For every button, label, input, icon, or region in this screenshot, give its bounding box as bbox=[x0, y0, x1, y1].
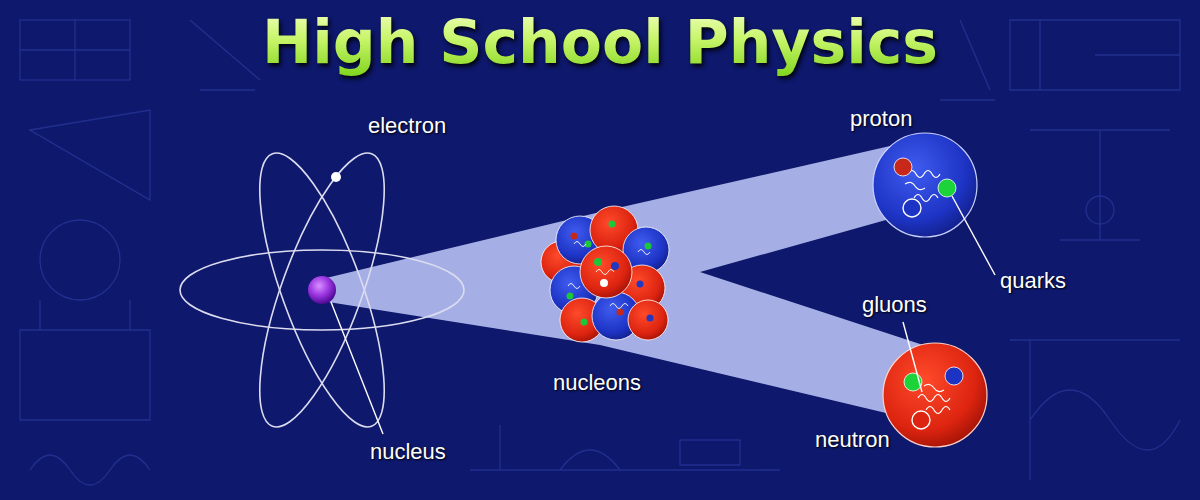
sketch-graph bbox=[1010, 340, 1180, 480]
cluster-gluons bbox=[568, 242, 650, 309]
title: High School Physics bbox=[0, 8, 1200, 77]
nucleon bbox=[628, 300, 668, 340]
sketch-circuit bbox=[20, 300, 150, 420]
quark-dot bbox=[647, 315, 654, 322]
nucleon bbox=[580, 246, 632, 298]
quark-dot bbox=[617, 309, 624, 316]
leader-line bbox=[903, 322, 922, 392]
gluon-curl bbox=[574, 242, 586, 247]
leader-line bbox=[331, 302, 383, 434]
gluon-curl bbox=[924, 384, 944, 391]
electron-orbits bbox=[180, 140, 464, 440]
quark-dot bbox=[645, 243, 652, 250]
sketch-bob bbox=[1086, 196, 1114, 224]
quark-dot bbox=[600, 279, 608, 287]
quark-blue bbox=[945, 367, 963, 385]
neutron-gluons bbox=[918, 384, 950, 413]
gluon-curl bbox=[568, 284, 580, 289]
gluon-curl bbox=[926, 407, 950, 414]
part-label: quarks bbox=[1000, 269, 1066, 293]
quark-dot bbox=[571, 233, 578, 240]
sketch-wave bbox=[30, 455, 150, 485]
proton-circle bbox=[873, 133, 977, 237]
nucleus-dot bbox=[308, 276, 336, 304]
neutron-circle bbox=[883, 343, 987, 447]
proton-gluons bbox=[905, 171, 940, 202]
leader-lines bbox=[331, 196, 995, 434]
electron-dot bbox=[331, 172, 341, 182]
orbit bbox=[235, 140, 409, 440]
part-label: nucleus bbox=[370, 440, 446, 464]
quark-green bbox=[938, 179, 956, 197]
part-label: electron bbox=[368, 114, 446, 138]
sketch-ramp bbox=[30, 110, 150, 200]
quark-dot bbox=[609, 221, 616, 228]
gluon-curl bbox=[596, 270, 614, 275]
quark-white bbox=[903, 199, 921, 217]
sketch-circle bbox=[40, 220, 120, 300]
quark-dot bbox=[637, 281, 644, 288]
orbit bbox=[235, 140, 409, 440]
background-sketch bbox=[20, 20, 1180, 485]
gluon-curl bbox=[908, 171, 940, 178]
nucleon-cluster bbox=[541, 206, 669, 342]
quark-red bbox=[894, 158, 912, 176]
quark-dot bbox=[581, 319, 588, 326]
sketch-pendulum bbox=[1030, 130, 1170, 240]
gluon-curl bbox=[638, 250, 650, 255]
cluster-quarks bbox=[567, 221, 654, 326]
leader-line bbox=[952, 196, 995, 275]
quark-dot bbox=[594, 258, 602, 266]
part-label: neutron bbox=[815, 428, 890, 452]
orbit bbox=[180, 250, 464, 330]
quark-dot bbox=[611, 262, 619, 270]
part-label: proton bbox=[850, 107, 912, 131]
part-label: nucleons bbox=[553, 371, 641, 395]
quark-white bbox=[912, 411, 930, 429]
gluon-curl bbox=[905, 182, 925, 189]
part-label: gluons bbox=[862, 293, 927, 317]
quark-dot bbox=[567, 293, 574, 300]
gluon-curl bbox=[610, 304, 628, 309]
gluon-curl bbox=[918, 395, 950, 402]
sketch-apparatus bbox=[470, 425, 780, 470]
